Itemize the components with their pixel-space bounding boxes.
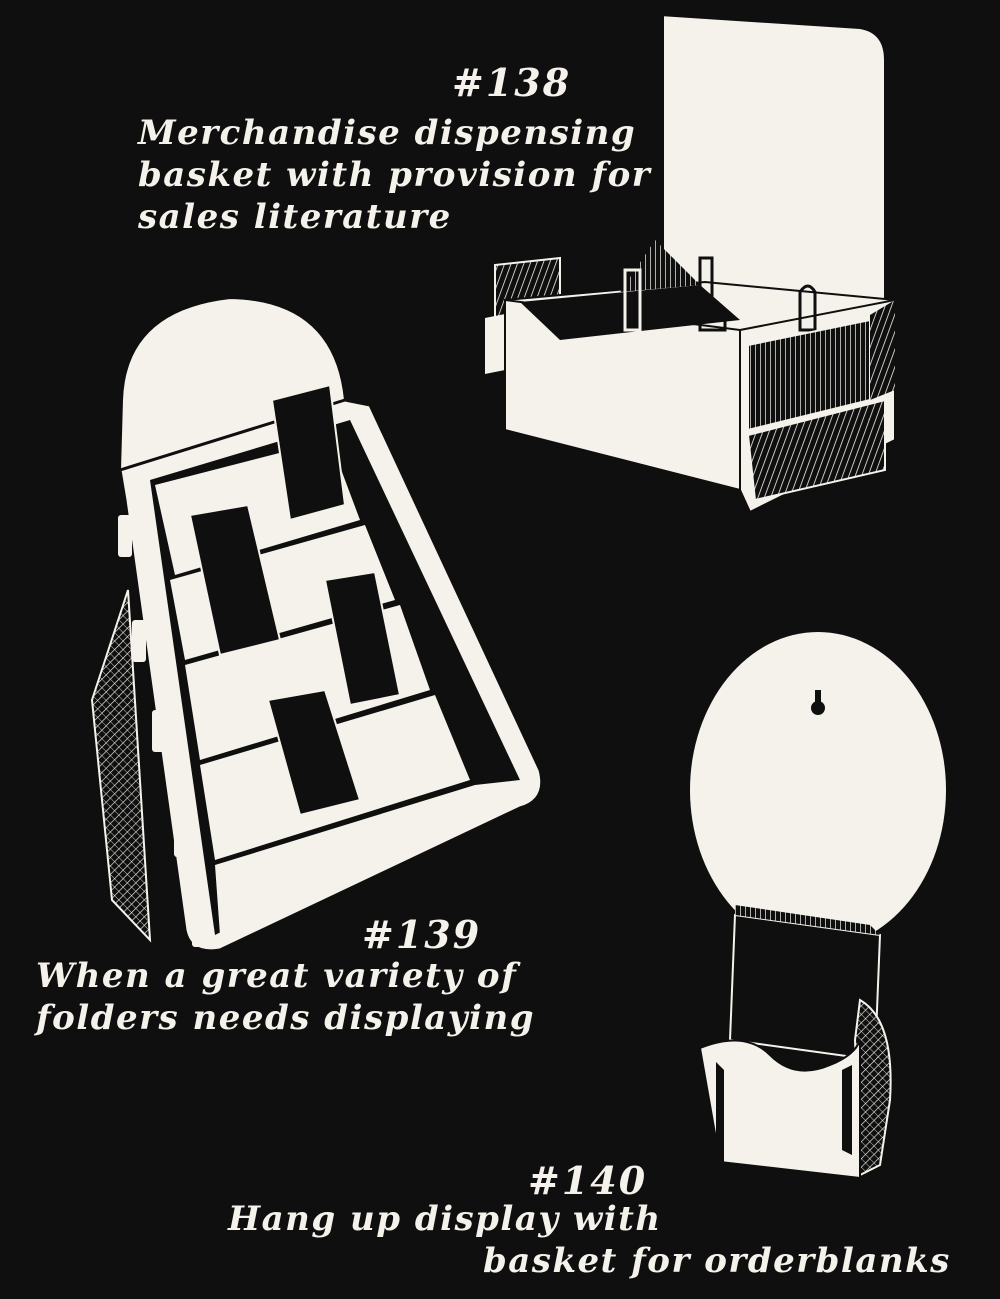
illustration-138-basket	[485, 13, 896, 514]
illustration-140-hangup	[690, 632, 946, 1180]
item-140-caption-line-1: Hang up display with	[228, 1199, 662, 1239]
item-138-caption-line-1: Merchandise dispensing	[138, 113, 637, 153]
item-139-number: #139	[362, 912, 482, 957]
illustration-139-rack	[90, 296, 544, 953]
item-139-caption: When a great variety of folders needs di…	[36, 955, 535, 1039]
item-139-caption-line-2: folders needs displaying	[36, 998, 535, 1038]
item-140-caption: Hang up display with basket for orderbla…	[228, 1198, 951, 1282]
item-138-number: #138	[452, 60, 572, 105]
item-138-caption: Merchandise dispensing basket with provi…	[138, 112, 651, 238]
item-140-caption-line-2: basket for orderblanks	[483, 1241, 951, 1281]
item-140-number: #140	[528, 1158, 648, 1203]
item-138-caption-line-2: basket with provision for	[138, 155, 652, 195]
item-138-caption-line-3: sales literature	[138, 197, 452, 237]
item-139-caption-line-1: When a great variety of	[36, 956, 518, 996]
